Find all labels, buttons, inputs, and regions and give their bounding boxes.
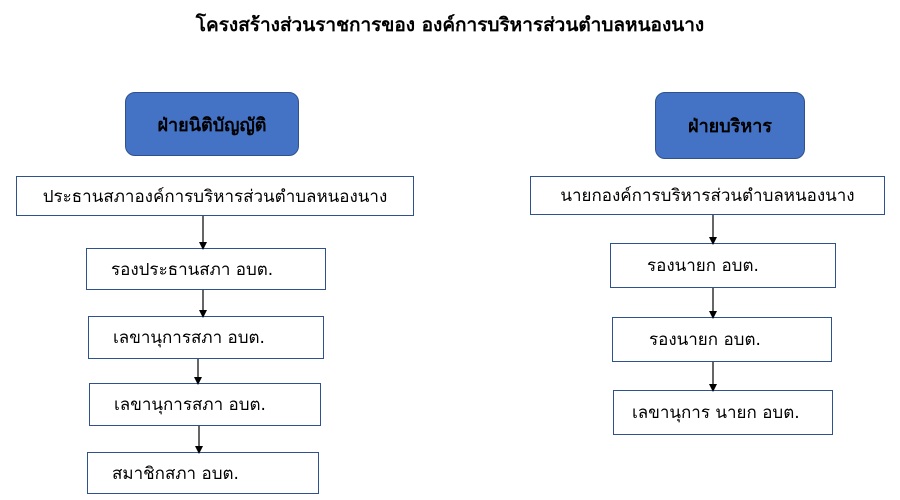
legislative-header-label: ฝ่ายนิติบัญญัติ xyxy=(157,114,267,136)
executive-node-3-label: รองนายก อบต. xyxy=(649,330,761,350)
executive-node-1: นายกองค์การบริหารส่วนตำบลหนองนาง xyxy=(530,176,885,215)
legislative-node-2-label: รองประธานสภา อบต. xyxy=(111,259,274,280)
executive-header: ฝ่ายบริหาร xyxy=(655,92,805,159)
legislative-header: ฝ่ายนิติบัญญัติ xyxy=(125,92,299,156)
executive-node-4: เลขานุการ นายก อบต. xyxy=(613,390,833,435)
page-title: โครงสร้างส่วนราชการของ องค์การบริหารส่วน… xyxy=(195,14,705,36)
legislative-node-5-label: สมาชิกสภา อบต. xyxy=(112,463,239,484)
legislative-node-3-label: เลขานุการสภา อบต. xyxy=(113,328,265,348)
legislative-node-3: เลขานุการสภา อบต. xyxy=(88,316,324,359)
legislative-node-5: สมาชิกสภา อบต. xyxy=(87,452,319,494)
legislative-node-4-label: เลขานุการสภา อบต. xyxy=(114,395,266,415)
executive-node-2: รองนายก อบต. xyxy=(610,243,836,288)
executive-node-4-label: เลขานุการ นายก อบต. xyxy=(632,403,800,423)
executive-node-1-label: นายกองค์การบริหารส่วนตำบลหนองนาง xyxy=(560,186,855,206)
legislative-node-4: เลขานุการสภา อบต. xyxy=(89,383,321,426)
legislative-node-2: รองประธานสภา อบต. xyxy=(86,248,326,290)
executive-node-3: รองนายก อบต. xyxy=(612,317,832,362)
legislative-node-1: ประธานสภาองค์การบริหารส่วนตำบลหนองนาง xyxy=(16,176,414,216)
executive-header-label: ฝ่ายบริหาร xyxy=(688,116,772,137)
legislative-node-1-label: ประธานสภาองค์การบริหารส่วนตำบลหนองนาง xyxy=(42,186,388,207)
executive-node-2-label: รองนายก อบต. xyxy=(647,256,759,276)
